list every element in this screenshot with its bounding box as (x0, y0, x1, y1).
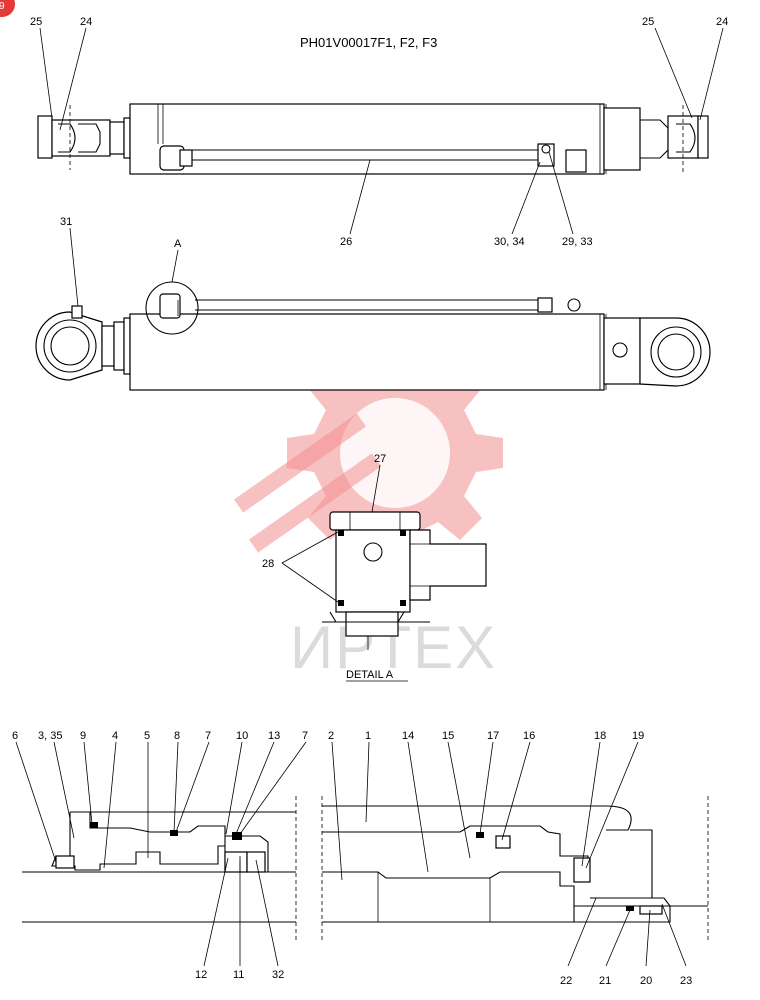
label-8: 8 (174, 730, 180, 742)
label-7-a: 7 (205, 730, 211, 742)
label-18: 18 (594, 730, 606, 742)
svg-text:9: 9 (0, 1, 5, 12)
label-4: 4 (112, 730, 118, 742)
label-20: 20 (640, 975, 652, 987)
cylinder-side-view (35, 281, 711, 391)
label-24-left: 24 (80, 16, 92, 28)
section-view-right (321, 796, 709, 940)
label-28: 28 (262, 558, 274, 570)
detail-marker: A (174, 238, 182, 250)
label-12: 12 (195, 969, 207, 981)
label-1: 1 (365, 730, 371, 742)
label-2: 2 (328, 730, 334, 742)
label-26: 26 (340, 236, 352, 248)
detail-a-callouts: 27 28 DETAIL A (262, 453, 408, 682)
label-21: 21 (599, 975, 611, 987)
detail-a-view (322, 511, 487, 650)
label-15: 15 (442, 730, 454, 742)
detail-caption: DETAIL A (346, 669, 394, 681)
label-24-right: 24 (716, 16, 728, 28)
side-view-callouts: 31 A (60, 216, 182, 307)
top-view-callouts: 25 24 25 24 26 30, 34 29, 33 (30, 16, 728, 248)
label-27: 27 (374, 453, 386, 465)
label-30-34: 30, 34 (494, 236, 525, 248)
label-14: 14 (402, 730, 414, 742)
watermark-logo: ИРТЕХ (233, 345, 503, 681)
label-17: 17 (487, 730, 499, 742)
section-bottom-callouts: 12 11 32 22 21 20 23 (195, 857, 692, 987)
label-29-33: 29, 33 (562, 236, 593, 248)
label-5: 5 (144, 730, 150, 742)
label-25-right: 25 (642, 16, 654, 28)
label-16: 16 (523, 730, 535, 742)
cylinder-top-view (37, 103, 709, 175)
label-10: 10 (236, 730, 248, 742)
label-23: 23 (680, 975, 692, 987)
label-31: 31 (60, 216, 72, 228)
diagram-title: PH01V00017F1, F2, F3 (300, 35, 437, 50)
label-22: 22 (560, 975, 572, 987)
label-32: 32 (272, 969, 284, 981)
label-7-b: 7 (302, 730, 308, 742)
section-top-callouts: 6 3, 35 9 4 5 8 7 10 13 7 2 1 14 15 17 1… (12, 730, 644, 881)
label-13: 13 (268, 730, 280, 742)
label-25-left: 25 (30, 16, 42, 28)
label-11: 11 (233, 969, 244, 981)
label-19: 19 (632, 730, 644, 742)
section-view-left (22, 796, 297, 940)
label-9: 9 (80, 730, 86, 742)
label-6: 6 (12, 730, 18, 742)
label-3-35: 3, 35 (38, 730, 62, 742)
page-badge: 9 (0, 0, 15, 17)
